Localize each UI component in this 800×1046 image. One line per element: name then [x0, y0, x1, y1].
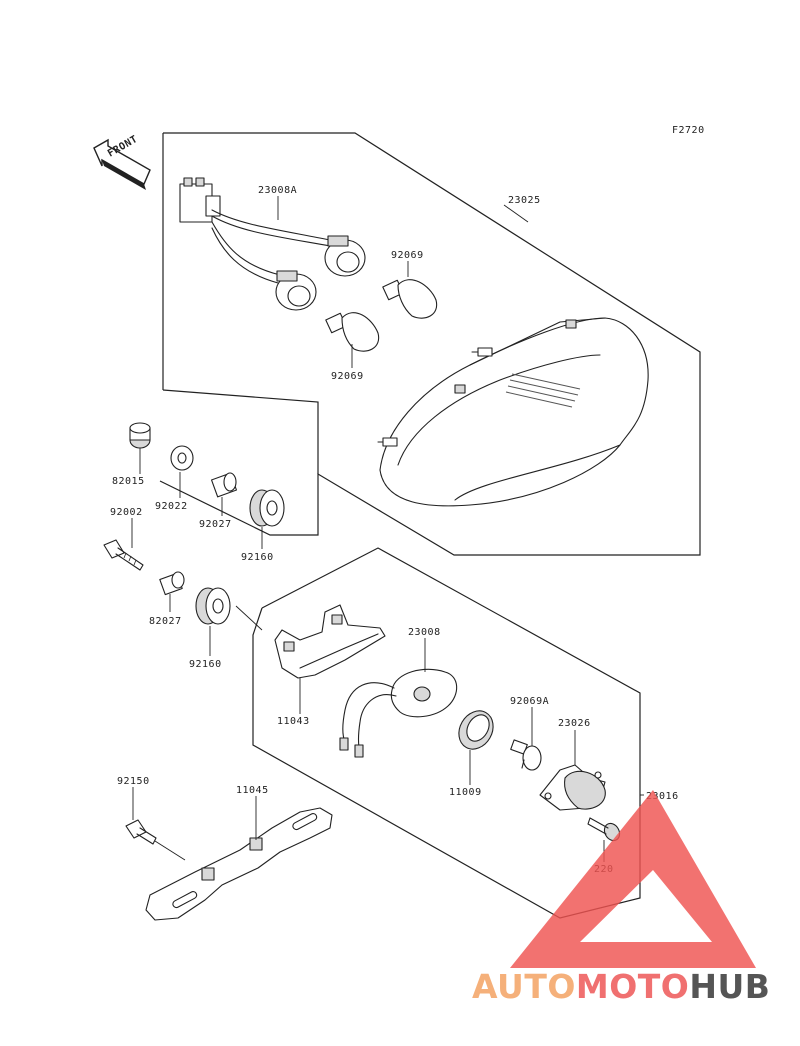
- bulb-92069-upper: [382, 279, 438, 319]
- label-92069A: 92069A: [510, 696, 549, 707]
- label-82015: 82015: [112, 476, 145, 487]
- watermark-triangle-logo: [510, 790, 756, 968]
- nut-82015: [129, 422, 151, 449]
- assembly-frame-23016: [252, 547, 641, 919]
- label-92160-top: 92160: [241, 552, 274, 563]
- collar-82027: [159, 571, 185, 596]
- front-arrow-icon: FRONT: [93, 134, 151, 190]
- grommet-92160-upper: [249, 489, 285, 527]
- watermark-wordmark: AUTOMOTOHUB: [472, 967, 770, 1006]
- frame-inner-edge: [162, 389, 319, 474]
- figure-code: F2720: [672, 125, 705, 136]
- label-92160-bottom: 92160: [189, 659, 222, 670]
- bulb-92069A: [510, 739, 542, 771]
- bolt-92002: [103, 539, 144, 571]
- label-92150: 92150: [117, 776, 150, 787]
- wiring-harness-23008A: [179, 177, 366, 311]
- license-bracket-11045: [145, 807, 333, 921]
- label-11043: 11043: [277, 716, 310, 727]
- label-23008: 23008: [408, 627, 441, 638]
- label-82027: 82027: [149, 616, 182, 627]
- label-92027-top: 92027: [199, 519, 232, 530]
- label-23008A: 23008A: [258, 185, 297, 196]
- watermark-part-hub: HUB: [689, 967, 770, 1006]
- bracket-11043: [274, 604, 386, 679]
- collar-92027-upper: [210, 472, 238, 498]
- license-lamp-23008: [339, 668, 458, 758]
- grommet-92160-lower: [195, 587, 231, 625]
- label-92022: 92022: [155, 501, 188, 512]
- label-23016: 23016: [646, 791, 679, 802]
- watermark-part-moto: MOTO: [576, 967, 689, 1006]
- label-11009: 11009: [449, 787, 482, 798]
- washer-92022: [170, 445, 194, 471]
- bulb-92069-lower: [325, 312, 380, 352]
- watermark-part-auto: AUTO: [472, 967, 576, 1006]
- label-23026: 23026: [558, 718, 591, 729]
- lens-cover-23026: [539, 764, 606, 811]
- bolt-92150: [125, 819, 157, 845]
- screw-220: [587, 817, 621, 842]
- label-23025: 23025: [508, 195, 541, 206]
- tail-lamp-housing: [377, 317, 649, 507]
- label-11045: 11045: [236, 785, 269, 796]
- gasket-11009: [458, 710, 494, 750]
- assembly-frame-23025: [159, 132, 701, 556]
- label-92002: 92002: [110, 507, 143, 518]
- label-92069-top: 92069: [391, 250, 424, 261]
- label-92069-bottom: 92069: [331, 371, 364, 382]
